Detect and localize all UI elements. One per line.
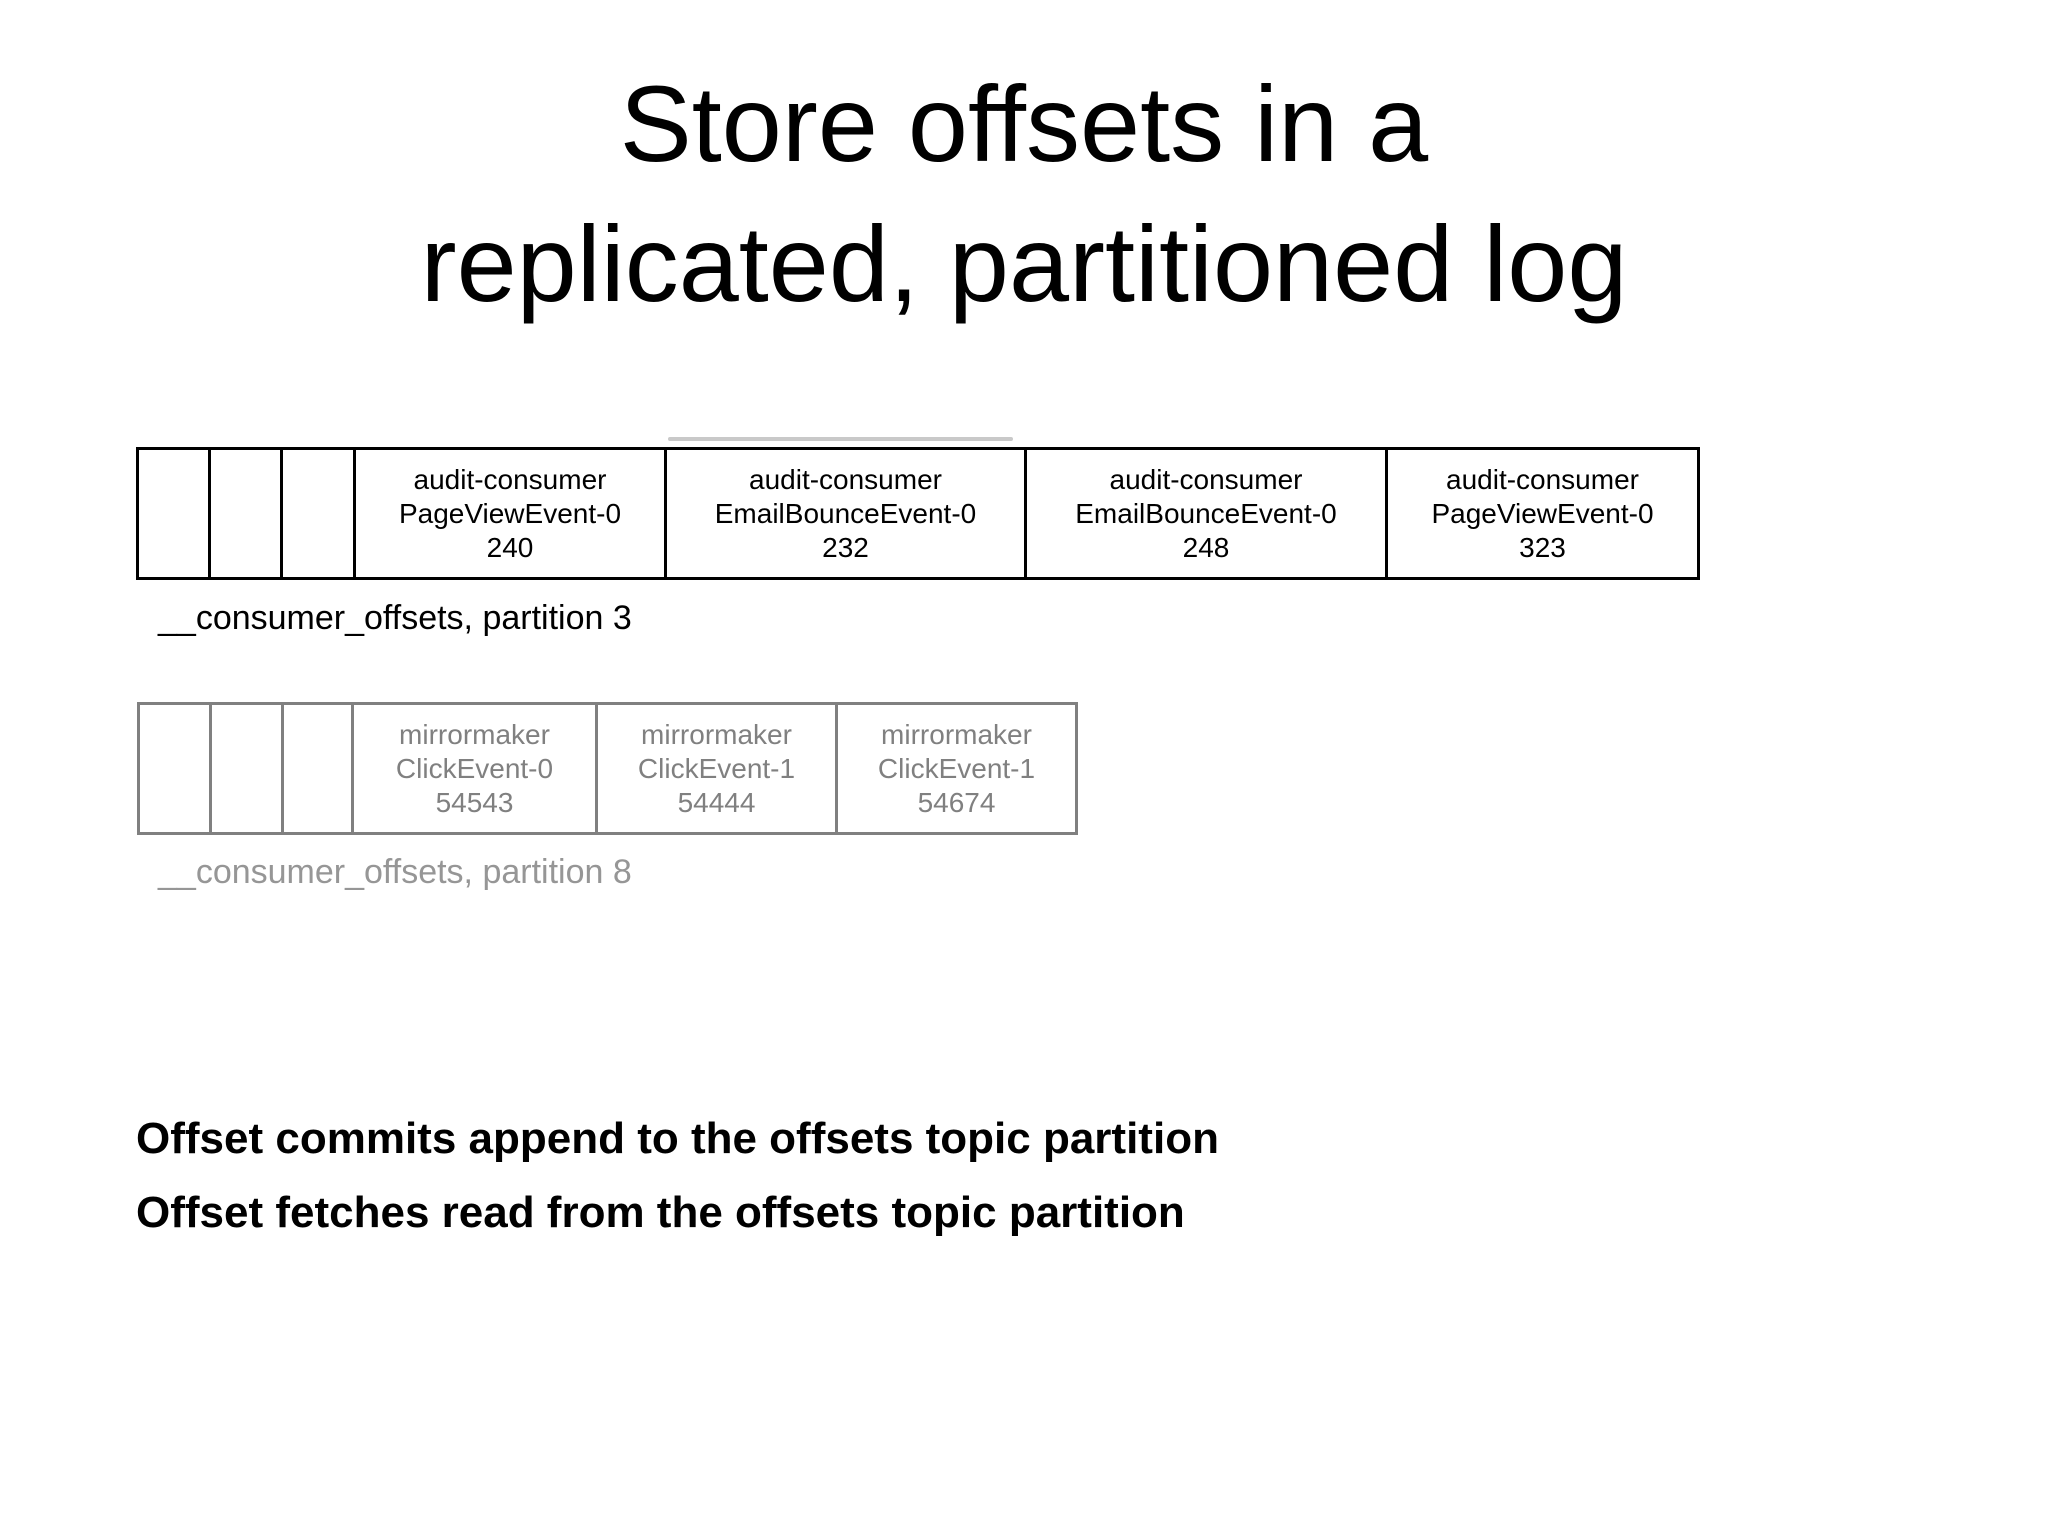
slide-title: Store offsets in a replicated, partition… [0,54,2048,334]
log-cell-offset-commit: mirrormaker ClickEvent-1 54444 [598,705,838,832]
cell-topic-partition: EmailBounceEvent-0 [714,497,977,529]
log-cell-offset-commit: audit-consumer EmailBounceEvent-0 248 [1027,450,1388,577]
cell-topic-partition: ClickEvent-1 [637,752,796,784]
cell-topic-partition: EmailBounceEvent-0 [1075,497,1337,529]
log-cell-empty [284,705,354,832]
log-cell-offset-commit: mirrormaker ClickEvent-1 54674 [838,705,1075,832]
cell-offset-value: 240 [486,531,534,563]
cell-topic-partition: PageViewEvent-0 [398,497,622,529]
cell-offset-value: 54444 [677,786,756,818]
cell-consumer-group: audit-consumer [413,463,607,495]
log-cell-offset-commit: audit-consumer PageViewEvent-0 240 [356,450,667,577]
log-cell-empty [140,705,212,832]
notes-block: Offset commits append to the offsets top… [136,1102,1219,1250]
log-cell-empty [212,705,284,832]
cell-topic-partition: ClickEvent-0 [395,752,554,784]
highlight-artifact-line [668,437,1013,441]
cell-offset-value: 323 [1519,531,1566,563]
cell-offset-value: 232 [822,531,869,563]
log-cell-offset-commit: audit-consumer PageViewEvent-0 323 [1388,450,1697,577]
cell-consumer-group: mirrormaker [399,718,550,750]
log-cell-empty [283,450,356,577]
cell-consumer-group: audit-consumer [1109,463,1303,495]
cell-consumer-group: audit-consumer [1446,463,1639,495]
cell-consumer-group: audit-consumer [749,463,942,495]
log-cell-offset-commit: audit-consumer EmailBounceEvent-0 232 [667,450,1027,577]
log-cell-offset-commit: mirrormaker ClickEvent-0 54543 [354,705,598,832]
log-label-partition-3: __consumer_offsets, partition 3 [158,599,632,637]
cell-offset-value: 248 [1182,531,1230,563]
note-line-offset-commits: Offset commits append to the offsets top… [136,1114,1219,1163]
cell-topic-partition: PageViewEvent-0 [1431,497,1654,529]
slide-title-line-2: replicated, partitioned log [420,203,1628,324]
cell-offset-value: 54543 [435,786,514,818]
offsets-log-partition-8: mirrormaker ClickEvent-0 54543 mirrormak… [137,702,1078,835]
cell-topic-partition: ClickEvent-1 [877,752,1036,784]
log-label-partition-8: __consumer_offsets, partition 8 [158,853,632,891]
offsets-log-partition-3: audit-consumer PageViewEvent-0 240 audit… [136,447,1700,580]
note-line-offset-fetches: Offset fetches read from the offsets top… [136,1188,1185,1237]
log-cell-empty [139,450,211,577]
log-cell-empty [211,450,283,577]
cell-offset-value: 54674 [917,786,996,818]
cell-consumer-group: mirrormaker [641,718,792,750]
cell-consumer-group: mirrormaker [881,718,1032,750]
slide-title-line-1: Store offsets in a [619,63,1429,184]
